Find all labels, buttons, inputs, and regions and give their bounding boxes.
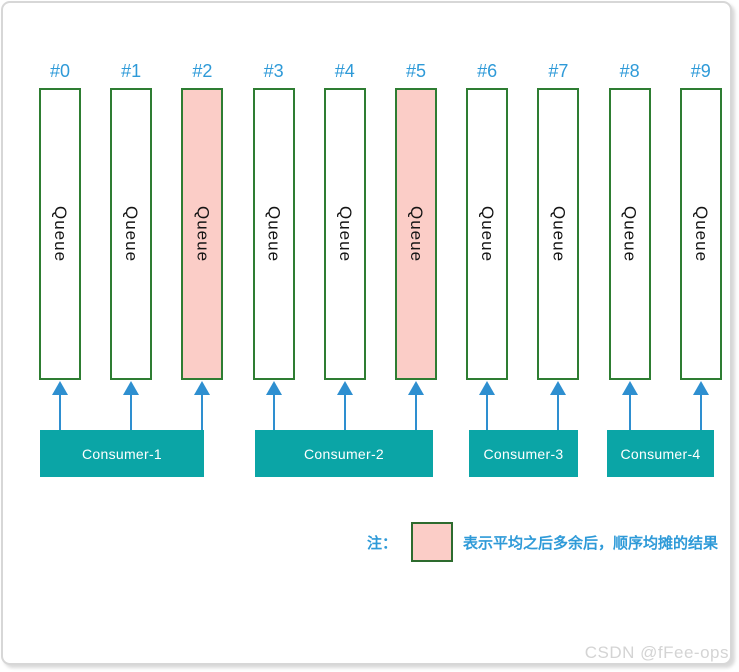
queue-box: Queue <box>323 88 366 380</box>
legend: 注： 表示平均之后多余后，顺序均摊的结果 <box>367 521 718 563</box>
queue-index-label: #8 <box>619 61 640 81</box>
consumer-box: Consumer-4 <box>607 430 714 477</box>
queue-box: Queue <box>395 88 437 380</box>
diagram-canvas: #0 Queue #1 Queue #2 Queue #3 Queue <box>1 1 732 665</box>
arrow-line <box>557 395 560 430</box>
arrow-line <box>272 395 275 430</box>
queue-index-label: #3 <box>263 61 284 81</box>
consumer-label: Consumer-2 <box>303 445 385 462</box>
arrow-head-icon <box>621 381 638 395</box>
arrow-line <box>201 395 204 430</box>
queue-box: Queue <box>110 88 153 380</box>
queue-index-label: #7 <box>548 61 569 81</box>
arrow-up-icon <box>110 381 152 430</box>
arrow-head-icon <box>52 381 68 395</box>
arrow-line <box>130 395 133 430</box>
arrow-head-icon <box>408 381 424 395</box>
queue-column: #3 Queue <box>252 58 295 430</box>
queue-box: Queue <box>608 88 651 380</box>
queue-column: #8 Queue <box>608 58 651 430</box>
arrow-up-icon <box>324 381 366 430</box>
queue-column: #0 Queue <box>39 58 81 430</box>
consumer-box: Consumer-1 <box>40 430 204 477</box>
legend-highlight-swatch <box>411 522 454 562</box>
consumer-label: Consumer-4 <box>620 445 701 462</box>
queue-column: #7 Queue <box>537 58 580 430</box>
queue-box: Queue <box>537 88 580 380</box>
queue-box-label: Queue <box>620 205 640 263</box>
arrow-up-icon <box>466 381 508 430</box>
arrow-head-icon <box>479 381 496 395</box>
arrow-up-icon <box>181 381 223 430</box>
queue-column: #5 Queue <box>395 58 437 430</box>
consumer-box: Consumer-2 <box>255 430 433 477</box>
arrow-up-icon <box>395 381 437 430</box>
queue-index-label: #1 <box>121 61 142 81</box>
queue-box-label: Queue <box>335 205 355 263</box>
arrow-up-icon <box>39 381 81 430</box>
arrow-head-icon <box>123 381 140 395</box>
queue-index-label: #9 <box>690 61 711 81</box>
arrow-head-icon <box>336 381 353 395</box>
arrow-line <box>415 395 417 430</box>
arrow-up-icon <box>537 381 579 430</box>
queue-column: #6 Queue <box>466 58 509 430</box>
arrow-line <box>59 395 61 430</box>
queue-box-label: Queue <box>122 205 142 263</box>
queue-box: Queue <box>39 88 81 380</box>
arrow-up-icon <box>680 381 722 430</box>
arrow-line <box>628 395 631 430</box>
queue-index-label: #6 <box>477 61 498 81</box>
legend-description: 表示平均之后多余后，顺序均摊的结果 <box>463 534 719 552</box>
queue-box: Queue <box>252 88 295 380</box>
consumer-label: Consumer-1 <box>81 445 163 462</box>
queue-box-label: Queue <box>549 205 569 263</box>
arrow-line <box>699 395 702 430</box>
consumer-label: Consumer-3 <box>483 445 564 462</box>
queue-box-label: Queue <box>193 205 213 263</box>
queue-column: #4 Queue <box>323 58 366 430</box>
queue-box: Queue <box>181 88 224 380</box>
queue-column: #9 Queue <box>679 58 722 430</box>
queue-index-label: #2 <box>192 61 213 81</box>
arrow-head-icon <box>265 381 282 395</box>
queue-box-label: Queue <box>51 205 70 263</box>
arrow-head-icon <box>692 381 709 395</box>
queue-index-label: #0 <box>49 61 71 81</box>
queue-column: #1 Queue <box>110 58 153 430</box>
arrow-head-icon <box>550 381 567 395</box>
queue-column: #2 Queue <box>181 58 224 430</box>
queue-box-label: Queue <box>264 205 284 263</box>
queue-index-label: #4 <box>334 61 355 81</box>
arrow-line <box>343 395 346 430</box>
queue-box: Queue <box>679 88 722 380</box>
legend-note-label: 注： <box>367 534 398 552</box>
arrow-line <box>486 395 489 430</box>
watermark-text: CSDN @fFee-ops <box>584 643 729 662</box>
queue-box: Queue <box>466 88 509 380</box>
queue-box-label: Queue <box>478 205 498 263</box>
queue-box-label: Queue <box>691 205 711 263</box>
arrow-up-icon <box>609 381 651 430</box>
queue-box-label: Queue <box>407 205 426 263</box>
arrow-up-icon <box>253 381 295 430</box>
queue-index-label: #5 <box>405 61 427 81</box>
arrow-head-icon <box>194 381 211 395</box>
consumer-box: Consumer-3 <box>469 430 578 477</box>
